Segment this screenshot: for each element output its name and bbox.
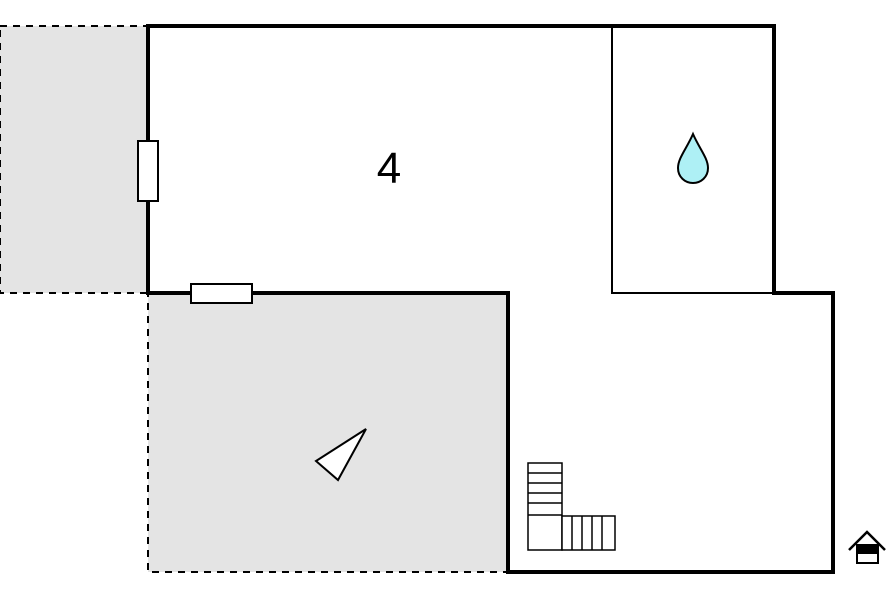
outer-walls: [146, 24, 835, 574]
water-drop-icon: [676, 131, 710, 185]
bathroom-wall: [611, 26, 774, 294]
staircase-icon: [527, 462, 616, 551]
window-west: [137, 140, 159, 202]
house-band: [856, 544, 879, 554]
view-direction-icon: [314, 428, 367, 482]
window-south: [190, 283, 253, 304]
room-label: 4: [377, 144, 401, 193]
house-icon: [848, 530, 886, 564]
terrace-lower-left: [147, 292, 509, 573]
stair-horizontal-run: [561, 515, 616, 551]
terrace-upper-left: [0, 25, 149, 294]
stair-vertical-run: [527, 462, 563, 551]
